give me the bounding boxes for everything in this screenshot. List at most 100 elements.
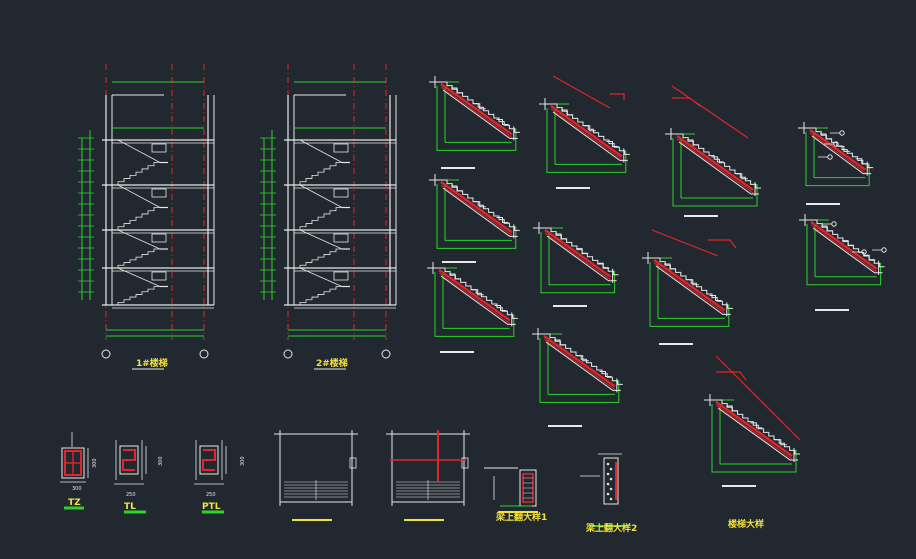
stair-plan-1 <box>274 430 358 521</box>
rebar-note <box>842 240 855 247</box>
stair-flight-upper <box>117 139 161 163</box>
section-1-title: 1#楼梯 <box>136 357 168 369</box>
rebar-note <box>750 422 763 429</box>
rebar-note <box>735 173 748 180</box>
rebar-note <box>711 156 724 163</box>
distribution-rebar <box>653 262 726 314</box>
main-rebar <box>440 83 513 136</box>
rebar-note <box>554 339 566 346</box>
stirrup <box>202 449 216 471</box>
main-rebar <box>438 269 511 322</box>
dimension-frame <box>436 86 517 151</box>
stair-flight-upper <box>299 184 343 208</box>
concrete-hatch <box>606 492 610 496</box>
stair-soffit <box>546 235 617 282</box>
distribution-rebar <box>440 184 513 236</box>
rebar-note <box>820 133 832 140</box>
stair-flight-upper <box>299 229 343 250</box>
rebar-note <box>555 233 567 240</box>
stair-flight <box>532 328 623 427</box>
dimension-frame <box>805 132 870 187</box>
window <box>333 233 349 243</box>
main-rebar <box>440 181 513 234</box>
stair-flight-upper <box>117 184 161 208</box>
beam-detail-1-title: 梁上翻大样1 <box>495 511 547 523</box>
stair-sections <box>78 64 397 370</box>
plan-opening <box>349 457 357 469</box>
beam-upturn-detail-1 <box>484 467 538 513</box>
tz-width-dim: 300 <box>72 486 82 492</box>
rebar-note <box>774 439 787 446</box>
stair-detail-title: 楼梯大样 <box>728 518 764 530</box>
grid-bubble <box>101 349 111 359</box>
rebar-note <box>597 262 610 269</box>
beam-upturn-detail-2 <box>580 453 628 527</box>
stair-soffit <box>552 111 628 161</box>
callout-bubble <box>831 221 837 227</box>
stair-flight-details <box>427 75 887 487</box>
stair-soffit <box>545 341 621 391</box>
stair-soffit <box>812 227 883 274</box>
dimension-frame <box>546 108 627 173</box>
stair-plans <box>274 430 470 521</box>
stair-flight <box>117 207 160 230</box>
stair-flight <box>665 85 761 217</box>
stair-flight <box>533 222 619 307</box>
rebar-note <box>576 355 589 362</box>
rebar-note <box>473 103 486 110</box>
handrail <box>671 85 749 139</box>
callout-bubble <box>827 154 833 160</box>
stair-soffit <box>440 275 516 325</box>
grid-bubble <box>381 349 391 359</box>
grid-bubble <box>199 349 209 359</box>
dimension-frame <box>539 338 620 403</box>
distribution-rebar <box>550 108 623 160</box>
main-rebar <box>653 259 726 312</box>
rebar-note <box>821 225 833 232</box>
distribution-rebar <box>715 404 793 460</box>
main-rebar <box>715 401 793 457</box>
stair-steps <box>806 127 874 169</box>
tl-section <box>114 440 147 485</box>
stair-flight <box>539 75 630 189</box>
window <box>333 188 349 198</box>
tz-section <box>60 432 89 510</box>
main-rebar <box>810 221 878 270</box>
concrete-hatch <box>606 482 610 486</box>
rebar-note <box>583 125 596 132</box>
ptl-width-dim: 250 <box>206 492 216 498</box>
stair-flight <box>429 174 520 263</box>
distribution-rebar <box>543 338 616 390</box>
tl-width-dim: 250 <box>126 492 136 498</box>
stair-flight-upper <box>299 139 343 163</box>
tl-label: TL <box>124 502 136 512</box>
tl-height-dim: 300 <box>158 456 164 466</box>
callout-bubble <box>839 130 845 136</box>
stair-flight <box>299 162 342 185</box>
rebar-note <box>473 201 486 208</box>
rebar-note <box>709 295 722 301</box>
distribution-rebar <box>438 272 511 324</box>
main-rebar <box>550 105 623 158</box>
stair-flight <box>642 229 737 345</box>
window <box>151 143 167 153</box>
rebar-note <box>686 279 699 286</box>
rebar-note <box>664 263 676 270</box>
stair-plan-2 <box>386 430 470 521</box>
upturn-outline <box>603 457 619 505</box>
stair-soffit <box>442 187 518 237</box>
rebar-note <box>471 289 484 296</box>
main-rebar <box>676 135 754 191</box>
stirrup <box>122 449 136 471</box>
rebar-note <box>451 87 463 94</box>
rebar-note <box>599 371 612 377</box>
stair-flight <box>299 207 342 230</box>
section-2 <box>260 64 397 370</box>
dimension-frame <box>711 404 797 473</box>
callout-bubble <box>881 247 887 253</box>
stair-soffit <box>811 135 872 175</box>
ptl-height-dim: 300 <box>240 456 246 466</box>
column-outline <box>61 447 85 479</box>
